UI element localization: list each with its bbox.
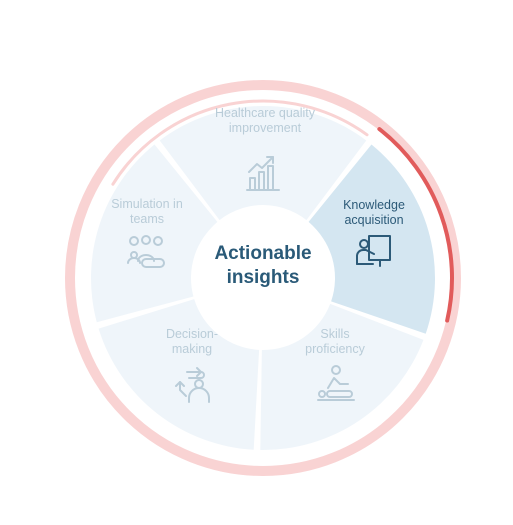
segment-label-simulation-in-teams: Simulation in teams [107,197,187,227]
segment-label-skills-proficiency: Skills proficiency [290,327,380,357]
segment-label-knowledge-acquisition[interactable]: Knowledge acquisition [314,198,434,228]
decision-arrows-icon [171,362,215,406]
segment-label-healthcare-quality: Healthcare quality improvement [205,106,325,136]
label-text: Decision-making [165,327,219,356]
segments-group [90,106,435,450]
team-group-icon [124,231,168,275]
bar-chart-growth-icon [241,152,285,196]
inner-accent-arc [111,99,369,186]
progress-arc [377,127,454,323]
patient-care-icon [314,362,358,406]
segment-label-decision-making: Decision-making [152,327,232,357]
outer-ring [65,80,461,476]
segment-decision-arrows-icon [98,299,260,450]
label-text: Simulation in teams [111,197,183,226]
segment-bar-chart-growth-icon [159,106,367,221]
segment-patient-care-icon [260,303,424,450]
label-text: Healthcare quality improvement [214,106,316,135]
label-text: Skills proficiency [305,327,365,356]
center-circle [193,205,333,345]
segment-team-group-icon [90,144,218,323]
presenter-board-icon[interactable] [352,230,396,274]
segment-presenter-board-icon[interactable] [308,144,435,334]
label-text: Knowledge acquisition [343,198,405,227]
